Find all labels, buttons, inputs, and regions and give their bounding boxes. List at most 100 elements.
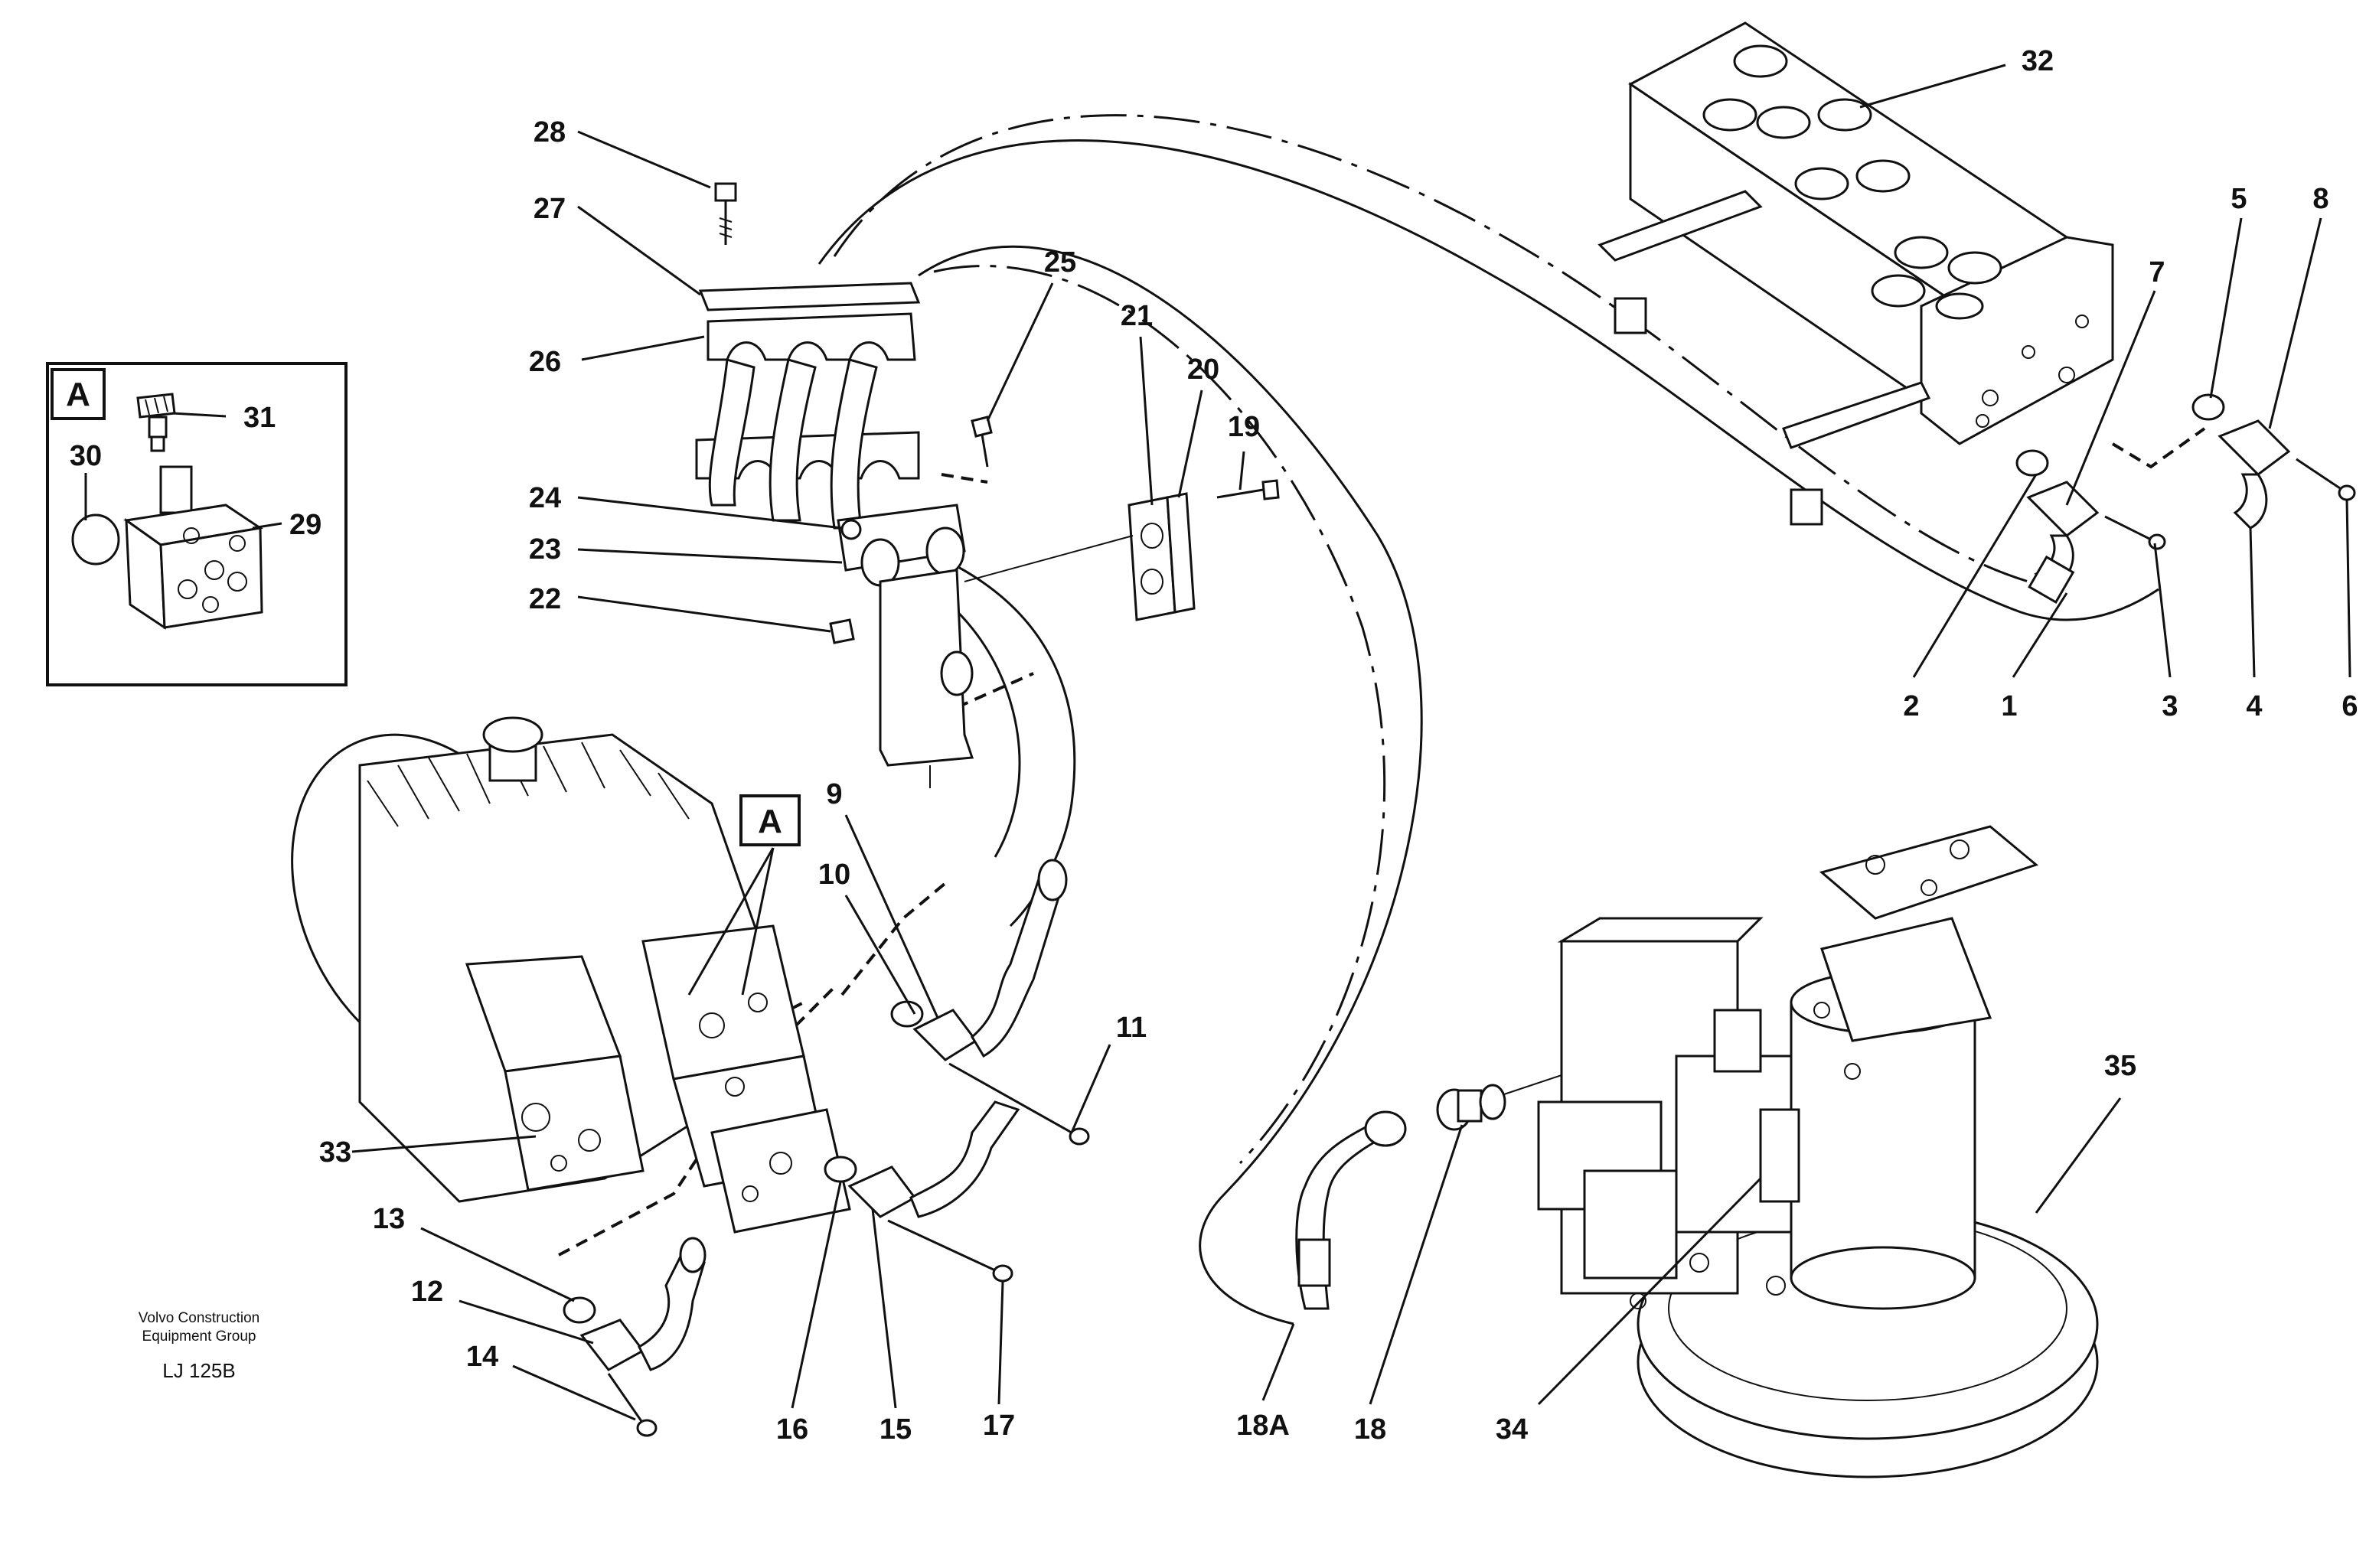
flange-half-7	[2026, 481, 2100, 537]
nut-18a	[1364, 1110, 1407, 1147]
label-6: 6	[2342, 690, 2358, 722]
label-27: 27	[534, 193, 566, 225]
label-24: 24	[529, 482, 561, 514]
label-28: 28	[534, 116, 566, 148]
label-30: 30	[70, 440, 102, 472]
label-18a: 18A	[1236, 1410, 1290, 1442]
detail-view-a: A	[46, 362, 348, 686]
label-8: 8	[2312, 183, 2328, 215]
dashed-fitting-right	[2111, 427, 2206, 469]
pump-assembly	[291, 716, 851, 1234]
label-12: 12	[411, 1276, 443, 1308]
label-20: 20	[1187, 354, 1219, 386]
hose-long-upper	[833, 114, 2029, 583]
organization-line-1: Volvo Construction	[139, 1310, 259, 1326]
detail-frame	[46, 362, 348, 686]
item-labels: 28 27 26 25 21 20 19 24 23 22 32 5 8 7 2…	[70, 45, 2358, 1446]
label-9: 9	[826, 778, 842, 810]
pump-fittings	[824, 859, 1090, 1283]
label-23: 23	[529, 533, 561, 566]
o-ring-30	[71, 513, 120, 566]
dashed-clamp-link	[941, 473, 988, 484]
bolt-25	[971, 416, 993, 468]
o-ring-13	[563, 1296, 596, 1324]
hose-18a-assembly	[1295, 1059, 1608, 1310]
label-3: 3	[2162, 690, 2178, 722]
label-21: 21	[1121, 300, 1153, 332]
view-a-reference: A	[739, 794, 801, 846]
o-ring-5	[2191, 393, 2225, 421]
valve-block-end-face	[1920, 236, 2114, 445]
label-18: 18	[1354, 1413, 1386, 1446]
label-29: 29	[289, 509, 321, 541]
label-4: 4	[2246, 690, 2262, 722]
motor-flange	[1819, 825, 2039, 920]
control-valve-block	[1597, 21, 2114, 526]
bolt-19	[1216, 488, 1264, 499]
label-26: 26	[529, 346, 561, 378]
drawing-note: Volvo Construction Equipment Group LJ 12…	[139, 1310, 259, 1382]
tube-1	[708, 358, 755, 507]
label-14: 14	[466, 1341, 498, 1373]
label-34: 34	[1496, 1413, 1528, 1446]
clamp-lower-half	[695, 431, 920, 480]
label-7: 7	[2149, 256, 2165, 288]
detail-tag: A	[66, 376, 90, 413]
valve-block-frame	[1597, 190, 1931, 526]
leader-lines	[84, 64, 2351, 1421]
screw-11	[948, 1062, 1072, 1134]
view-a-tag: A	[758, 803, 782, 840]
label-10: 10	[818, 859, 850, 891]
valve-block-ports	[1702, 44, 2002, 320]
hose-clamp-assembly	[695, 182, 993, 788]
motor-cylinder	[1790, 1001, 1976, 1280]
valve-body-29	[123, 465, 263, 630]
screw-14	[607, 1373, 645, 1424]
label-33: 33	[319, 1136, 351, 1169]
hose-long-lower-edge	[918, 245, 1423, 1325]
organization-line-2: Equipment Group	[142, 1328, 256, 1345]
clamp-plate-27	[698, 282, 921, 311]
check-valve-31	[136, 393, 176, 452]
motor-housing	[1820, 917, 1992, 1042]
dashed-bracket-link	[918, 672, 1034, 706]
flange-half-9	[912, 1009, 978, 1061]
hose-long-upper-edge	[817, 139, 2159, 621]
screw-17	[887, 1219, 996, 1272]
detail-tag-box	[51, 368, 106, 420]
label-32: 32	[2022, 45, 2054, 77]
o-ring-16	[824, 1156, 857, 1183]
housing-fins	[367, 742, 690, 827]
hose-18a-line	[933, 265, 1386, 1165]
view-a-box	[739, 794, 801, 846]
pump-sections	[465, 924, 851, 1234]
flange-half-8	[2218, 419, 2291, 476]
label-25: 25	[1044, 246, 1076, 279]
clamp-upper-half-26	[707, 312, 916, 361]
fittings-right	[2015, 393, 2356, 604]
label-17: 17	[983, 1410, 1015, 1442]
screw-6	[2296, 458, 2343, 491]
hose-upper	[971, 871, 1066, 1058]
nut-24	[840, 519, 862, 540]
elbow-4	[2233, 473, 2268, 530]
label-19: 19	[1228, 411, 1260, 443]
label-2: 2	[1903, 690, 1919, 722]
hose-lower	[909, 1100, 1020, 1218]
dashed-connection-valve	[772, 879, 951, 1019]
tube-2	[769, 358, 817, 522]
label-31: 31	[243, 402, 276, 434]
adapter-18	[1436, 1084, 1506, 1131]
flange-half-12	[579, 1319, 645, 1371]
bracket-stand	[879, 569, 974, 767]
swing-motor-assembly	[1537, 825, 2099, 1478]
dashed-connection-left	[558, 986, 836, 1257]
label-15: 15	[879, 1413, 912, 1446]
hose-end-right	[925, 526, 965, 575]
bolt-28	[714, 182, 737, 245]
label-1: 1	[2001, 690, 2017, 722]
label-22: 22	[529, 583, 561, 615]
o-ring-10	[890, 1000, 924, 1028]
